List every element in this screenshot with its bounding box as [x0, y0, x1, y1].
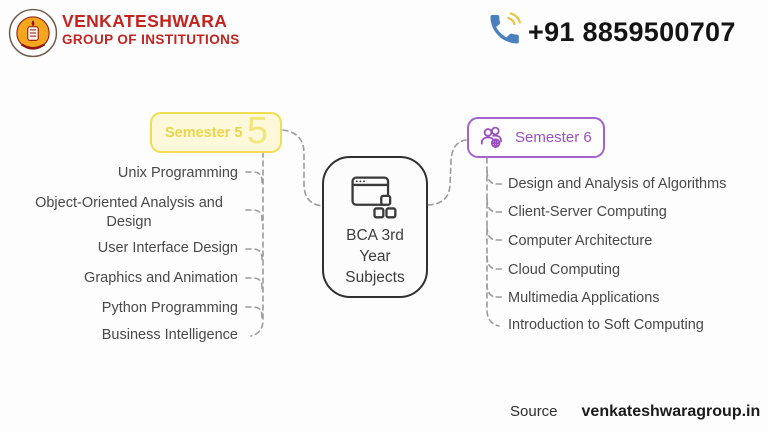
source-link[interactable]: venkateshwaragroup.in — [581, 403, 761, 420]
subject-item: Unix Programming — [117, 165, 238, 181]
phone-contact: +91 8859500707 — [484, 8, 736, 52]
phone-number[interactable]: +91 8859500707 — [528, 16, 736, 47]
subject-item: Introduction to Soft Computing — [508, 317, 704, 333]
subject-item: Business Intelligence — [101, 327, 238, 343]
semester5-label: Semester 5 — [165, 124, 243, 141]
subject-item: Graphics and Animation — [84, 270, 238, 286]
org-title-block: VENKATESHWARA GROUP OF INSTITUTIONS — [62, 11, 240, 48]
subject-item: Python Programming — [101, 300, 238, 316]
phone-icon — [490, 12, 522, 44]
org-subtitle: GROUP OF INSTITUTIONS — [62, 31, 240, 47]
semester5-numeral: 5 — [246, 110, 268, 152]
center-node: BCA 3rd Year Subjects — [322, 156, 428, 298]
semester6-badge: Semester 6 — [467, 117, 605, 158]
subject-item: Computer Architecture — [508, 233, 653, 249]
subject-item: User Interface Design — [97, 240, 238, 256]
subject-item: Design and Analysis of Algorithms — [508, 176, 727, 192]
subject-item: Object-Oriented Analysis and Design — [35, 195, 223, 230]
subject-item: Cloud Computing — [508, 262, 621, 278]
semester5-badge: Semester 5 5 — [150, 112, 282, 153]
app-window-icon — [351, 176, 397, 219]
source-label: Source — [510, 403, 558, 420]
center-node-title: BCA 3rd Year Subjects — [345, 227, 405, 286]
semester6-label: Semester 6 — [515, 129, 592, 146]
users-icon — [480, 126, 502, 148]
source-attribution: Source venkateshwaragroup.in — [510, 403, 760, 421]
institution-seal-logo — [8, 8, 58, 58]
org-name: VENKATESHWARA — [62, 11, 228, 31]
subject-item: Multimedia Applications — [508, 290, 660, 306]
subject-item: Client-Server Computing — [508, 204, 667, 220]
